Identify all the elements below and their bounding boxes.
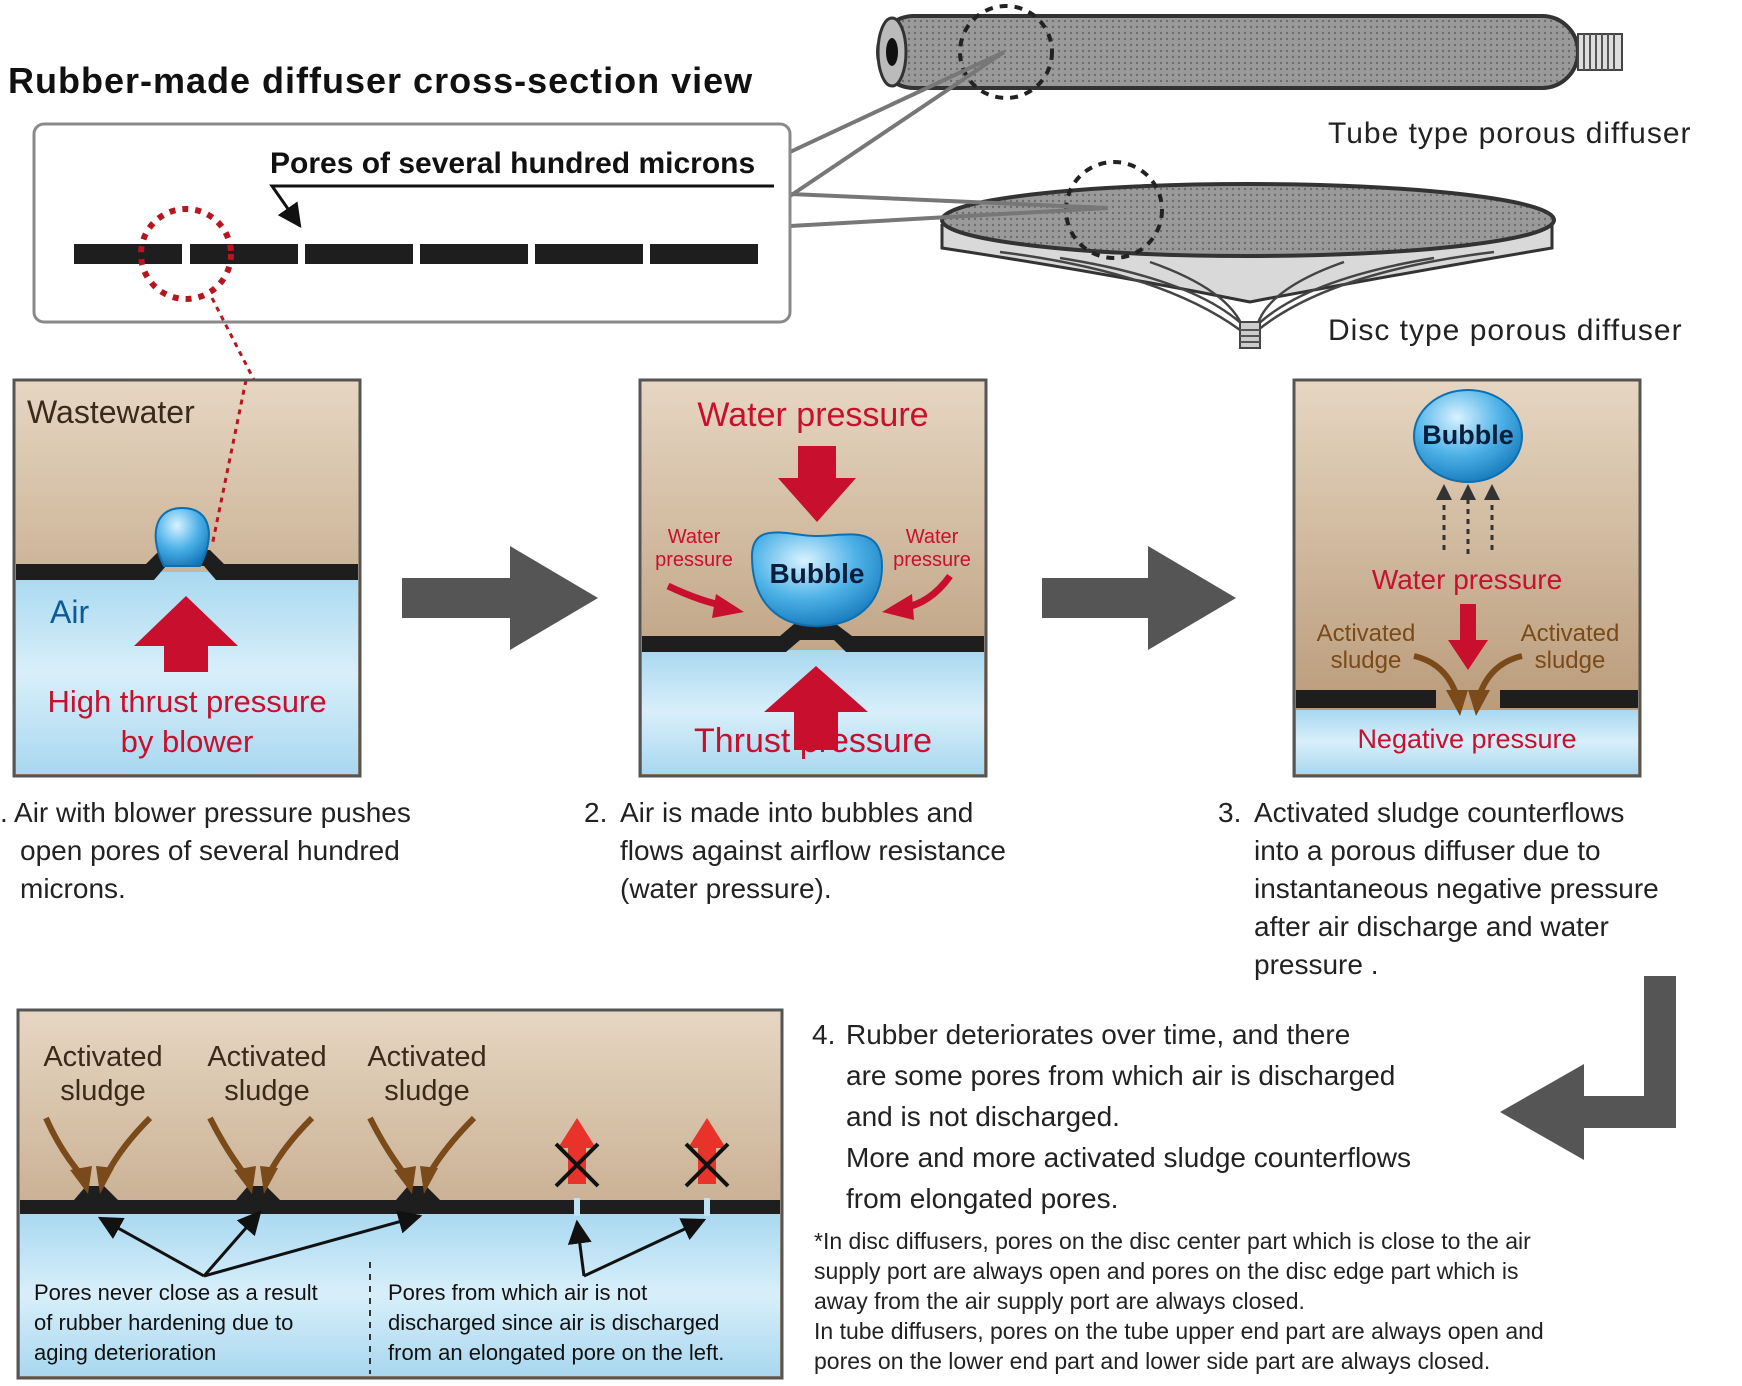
panel4-sludge-2-line1: Activated: [207, 1041, 327, 1073]
step-4-line3: and is not discharged.: [846, 1101, 1120, 1132]
page-title: Rubber-made diffuser cross-section view: [8, 60, 754, 101]
panel3-sludge-right-line1: Activated: [1520, 620, 1620, 647]
footnote-line2: supply port are always open and pores on…: [814, 1258, 1519, 1284]
panel2-side-left-label: Water pressure: [644, 526, 744, 572]
panel2-side-right-line1: Water: [905, 526, 959, 548]
step-4-line2: are some pores from which air is dischar…: [846, 1060, 1396, 1091]
panel4-sludge-3-line1: Activated: [367, 1041, 487, 1073]
panel2-side-left-line1: Water: [667, 526, 721, 548]
panel3-water-pressure-label: Water pressure: [1371, 564, 1563, 595]
panel3-bubble-label: Bubble: [1422, 420, 1514, 450]
panel3-sludge-right-label: Activated sludge: [1500, 620, 1640, 674]
step-1-text: . Air with blower pressure pushes open p…: [0, 794, 411, 908]
panel2-thrust-label: Thrust pressure: [693, 722, 933, 760]
panel4-right-caption: Pores from which air is not discharged s…: [388, 1278, 724, 1368]
tube-diffuser-illustration: [876, 4, 1623, 100]
panel1-air-label: Air: [50, 594, 90, 630]
footnote-line1: *In disc diffusers, pores on the disc ce…: [814, 1228, 1531, 1254]
panel1-thrust-label: High thrust pressure by blower: [14, 682, 360, 762]
footnote: *In disc diffusers, pores on the disc ce…: [814, 1226, 1544, 1376]
step-1-line2: open pores of several hundred: [20, 835, 400, 866]
step-1-line3: microns.: [20, 873, 126, 904]
panel4-right-caption-line2: discharged since air is discharged: [388, 1310, 720, 1335]
step-2-line3: (water pressure).: [620, 873, 832, 904]
arrow-3-to-4: [1500, 976, 1676, 1160]
panel4-sludge-2-line2: sludge: [224, 1075, 310, 1107]
panel-1-diagram: [12, 378, 362, 778]
panel2-bubble-label: Bubble: [769, 558, 865, 589]
step-2-text: 2. Air is made into bubbles and flows ag…: [584, 794, 1006, 908]
panel2-water-pressure-label: Water pressure: [697, 396, 929, 434]
panel4-sludge-1-line1: Activated: [43, 1041, 163, 1073]
panel2-side-right-line2: pressure: [893, 549, 971, 571]
panel4-left-caption-line2: of rubber hardening due to: [34, 1310, 294, 1335]
step-3-line5: pressure .: [1254, 949, 1379, 980]
footnote-line5: pores on the lower end part and lower si…: [814, 1348, 1491, 1374]
panel4-sludge-1: Activated sludge: [26, 1040, 180, 1108]
panel1-wastewater-label: Wastewater: [27, 394, 195, 430]
pores-label: Pores of several hundred microns: [270, 147, 756, 180]
step-2-line1: Air is made into bubbles and: [620, 797, 974, 828]
panel4-right-caption-line1: Pores from which air is not: [388, 1280, 648, 1305]
disc-diffuser-illustration: [940, 160, 1556, 349]
panel4-sludge-2: Activated sludge: [190, 1040, 344, 1108]
cross-section-inset: [32, 122, 792, 381]
step-3-number: 3.: [1218, 797, 1242, 828]
step-2-line2: flows against airflow resistance: [620, 835, 1006, 866]
panel1-thrust-line2: by blower: [120, 724, 254, 759]
panel-3-diagram: [1292, 378, 1642, 778]
panel3-sludge-left-label: Activated sludge: [1296, 620, 1436, 674]
panel4-sludge-3: Activated sludge: [350, 1040, 504, 1108]
step-3-text: 3. Activated sludge counterflows into a …: [1218, 794, 1659, 984]
panel4-left-caption: Pores never close as a result of rubber …: [34, 1278, 318, 1368]
panel4-left-caption-line1: Pores never close as a result: [34, 1280, 318, 1305]
callout-lines: [788, 50, 1109, 228]
panel2-side-right-label: Water pressure: [882, 526, 982, 572]
panel3-sludge-right-line2: sludge: [1534, 647, 1606, 674]
panel2-side-left-line2: pressure: [655, 549, 733, 571]
tube-diffuser-label: Tube type porous diffuser: [1328, 117, 1692, 150]
footnote-line4: In tube diffusers, pores on the tube upp…: [814, 1318, 1544, 1344]
arrow-2-to-3: [1042, 546, 1236, 650]
panel3-sludge-left-line1: Activated: [1316, 620, 1416, 647]
panel-4-diagram: [16, 1008, 784, 1380]
step-4-line4: More and more activated sludge counterfl…: [846, 1142, 1411, 1173]
footnote-line3: away from the air supply port are always…: [814, 1288, 1305, 1314]
panel4-sludge-1-line2: sludge: [60, 1075, 146, 1107]
panel1-thrust-line1: High thrust pressure: [47, 684, 327, 719]
step-4-text: 4. Rubber deteriorates over time, and th…: [812, 1014, 1411, 1219]
panel4-right-caption-line3: from an elongated pore on the left.: [388, 1340, 725, 1365]
step-1-line1: . Air with blower pressure pushes: [0, 797, 411, 828]
step-3-line3: instantaneous negative pressure: [1254, 873, 1659, 904]
panel4-left-caption-line3: aging deterioration: [34, 1340, 217, 1365]
step-4-number: 4.: [812, 1019, 836, 1050]
step-4-line1: Rubber deteriorates over time, and there: [846, 1019, 1351, 1050]
step-4-line5: from elongated pores.: [846, 1183, 1119, 1214]
arrow-1-to-2: [402, 546, 598, 650]
disc-diffuser-label: Disc type porous diffuser: [1328, 314, 1683, 347]
step-2-number: 2.: [584, 797, 608, 828]
step-3-line1: Activated sludge counterflows: [1254, 797, 1625, 828]
step-3-line4: after air discharge and water: [1254, 911, 1609, 942]
panel-2-diagram: [638, 378, 988, 778]
panel3-negative-pressure-label: Negative pressure: [1357, 724, 1577, 754]
step-3-line2: into a porous diffuser due to: [1254, 835, 1601, 866]
panel4-sludge-3-line2: sludge: [384, 1075, 470, 1107]
panel3-sludge-left-line2: sludge: [1330, 647, 1402, 674]
